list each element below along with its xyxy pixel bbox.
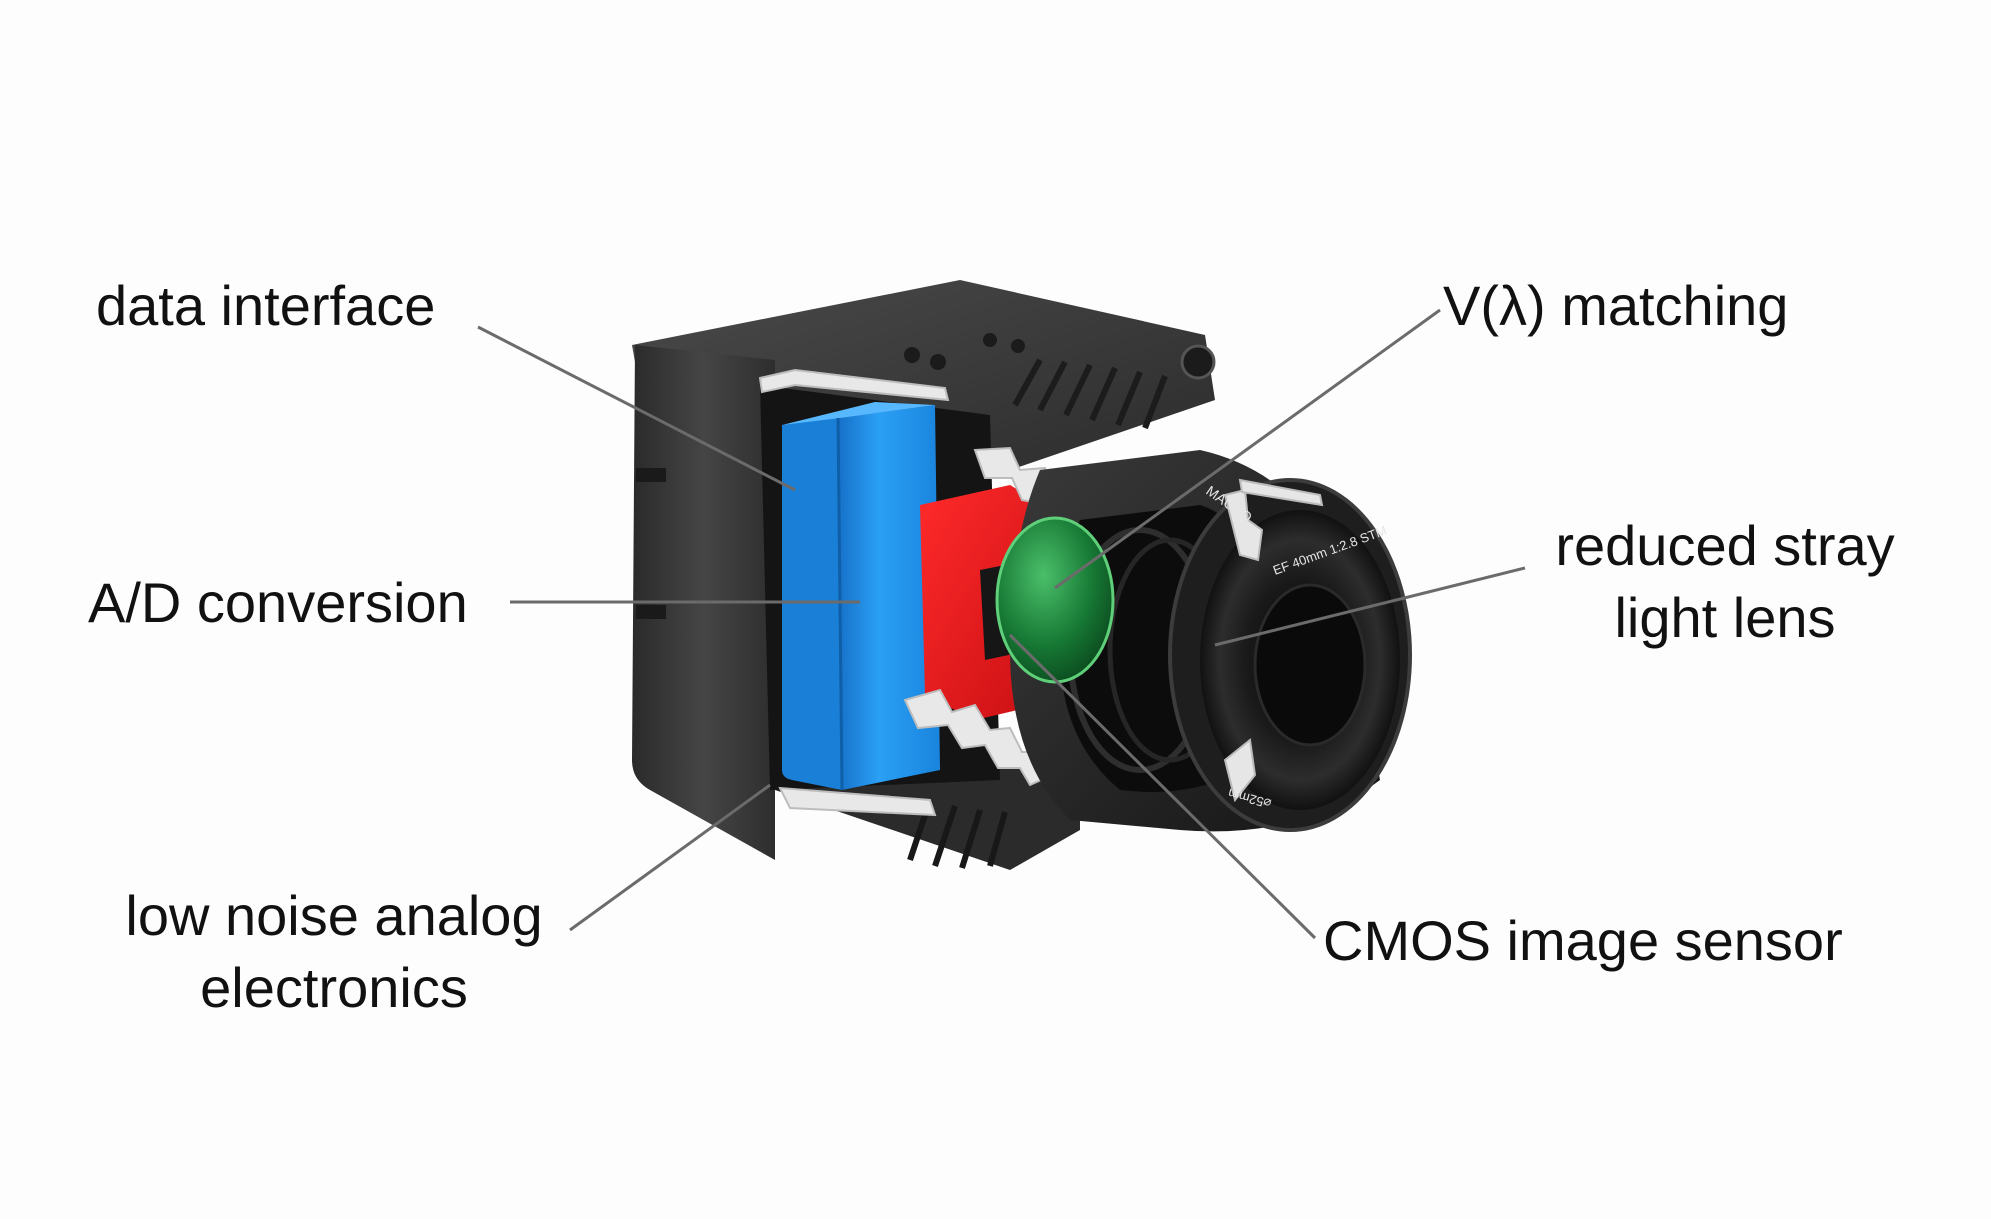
label-v-lambda-text: V(λ) matching [1443,274,1789,337]
leader-data-interface [477,325,796,492]
housing-top-face [632,280,1215,470]
label-ad-conversion-text: A/D conversion [88,571,468,634]
label-cmos: CMOS image sensor [1323,905,1843,977]
blue-block-seam [836,417,844,791]
label-stray-light-line1: reduced stray [1555,514,1895,577]
lens-assembly: MACRO EF 40mm 1:2.8 STM ⌀52mm [1010,450,1412,832]
housing-groove [636,468,666,482]
leader-v-lambda [1054,308,1441,590]
housing-groove [636,605,666,619]
blue-block-side [838,405,940,790]
cooling-fins-top [1012,358,1168,430]
label-low-noise-line2: electronics [200,955,468,1019]
lens-cut-edge [1223,738,1257,803]
lens-cut-edge [1238,478,1324,507]
leader-lines [477,308,1526,940]
label-stray-light: reduced stray light lens [1535,510,1915,653]
label-v-lambda: V(λ) matching [1443,270,1788,342]
label-ad-conversion: A/D conversion [88,567,468,639]
housing-screw [904,347,920,363]
housing-screw [983,333,997,347]
label-low-noise: low noise analog electronics [104,880,564,1023]
housing-screw [930,354,946,370]
leader-stray-light [1214,566,1526,647]
label-low-noise-line1: low noise analog [125,884,543,947]
green-vlambda-filter [995,516,1115,684]
label-stray-light-line2: light lens [1614,585,1836,649]
housing-screw [1180,344,1216,380]
label-data-interface-text: data interface [96,274,436,337]
blue-ad-block [782,402,940,791]
lens-front-element [1253,583,1367,747]
leader-cmos [1008,633,1317,940]
blue-block-top [782,402,935,425]
leader-low-noise [569,783,771,932]
housing-screw [1011,339,1025,353]
label-data-interface: data interface [96,270,435,342]
label-cmos-text: CMOS image sensor [1323,909,1843,972]
